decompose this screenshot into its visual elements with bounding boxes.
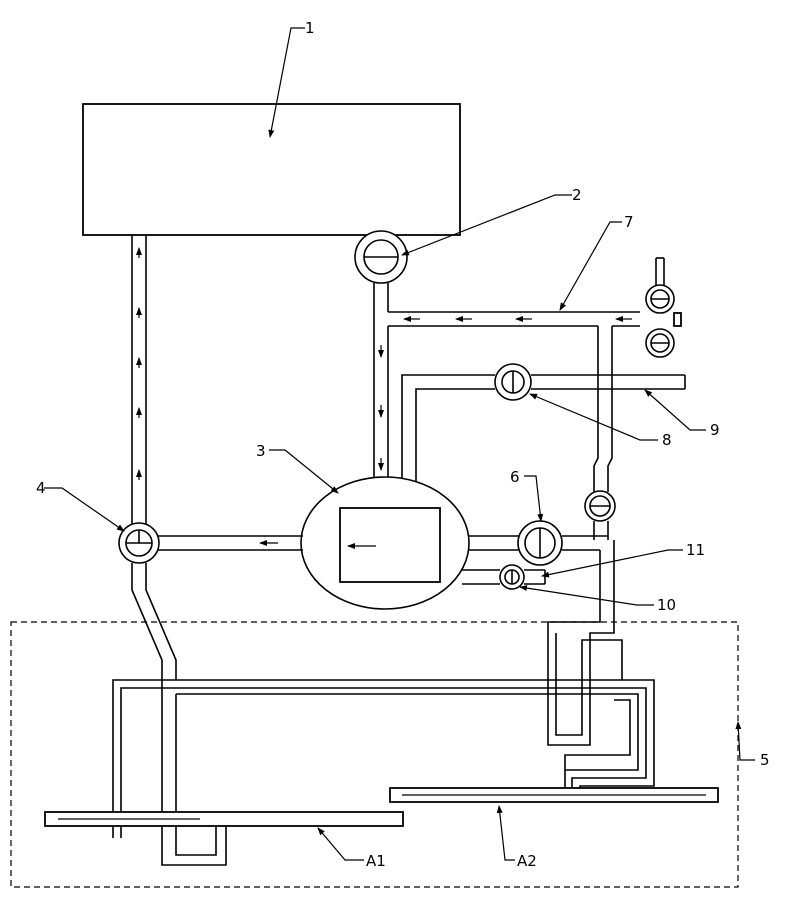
label-5: 5 — [760, 751, 770, 769]
label-A2: A2 — [517, 852, 537, 870]
label-2: 2 — [572, 186, 582, 204]
valve-8 — [494, 363, 532, 401]
right-vertical-pipe — [584, 326, 616, 540]
label-1: 1 — [305, 19, 315, 37]
label-7: 7 — [624, 213, 634, 231]
label-3: 3 — [256, 442, 266, 460]
return-pipe — [131, 235, 147, 528]
pump-6 — [468, 520, 615, 746]
label-6: 6 — [510, 468, 520, 486]
valve-10 — [462, 564, 546, 590]
pipe-7 — [388, 311, 640, 327]
label-8: 8 — [662, 431, 672, 449]
tank-1 — [82, 103, 461, 236]
label-4: 4 — [36, 479, 46, 497]
tray-A2 — [389, 787, 719, 803]
inlet-valves — [645, 257, 682, 358]
pipe-9 — [401, 374, 686, 482]
label-9: 9 — [710, 421, 720, 439]
valve4-down-pipe — [131, 563, 177, 680]
label-11: 11 — [686, 541, 705, 559]
pump-2 — [354, 230, 408, 284]
tray-A1 — [44, 811, 404, 827]
vessel-3 — [300, 476, 470, 610]
label-A1: A1 — [366, 852, 386, 870]
leader-lines — [44, 27, 755, 861]
zone-piping — [112, 633, 655, 866]
valve-4 — [118, 522, 160, 564]
label-10: 10 — [657, 596, 676, 614]
zone-5 — [10, 621, 739, 888]
vessel-to-valve4-pipe — [158, 535, 303, 551]
